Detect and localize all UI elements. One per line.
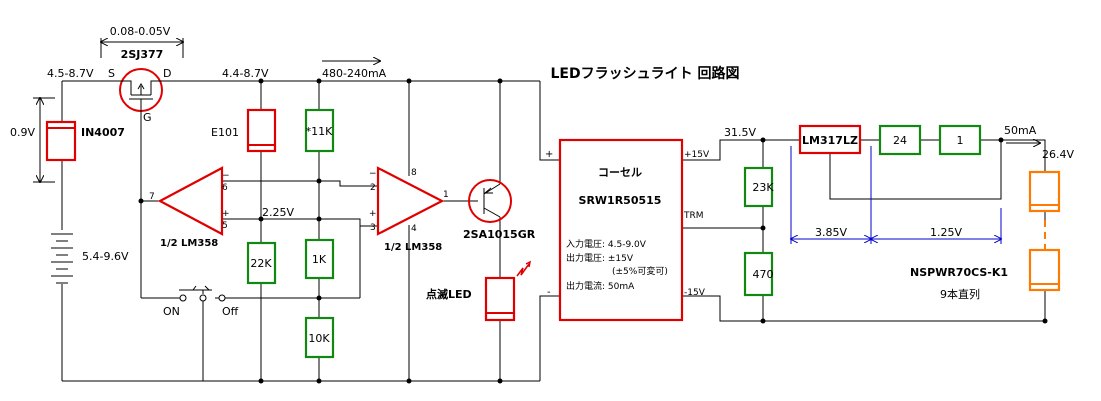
module-pin-out-plus: +15V	[684, 150, 710, 160]
module-pin-in-minus: -	[547, 287, 551, 298]
label-switch-off: Off	[222, 305, 239, 318]
pin-op1-pos: 5	[222, 221, 228, 231]
label-drain-out: 4.4-8.7V	[222, 67, 269, 80]
wires	[61, 80, 1046, 382]
label-ref-voltage: 2.25V	[262, 206, 294, 219]
label-led-current: 50mA	[1004, 124, 1037, 137]
label-r22k: 22K	[250, 257, 272, 270]
junction-dots	[138, 78, 1048, 384]
regulator-dimensions	[791, 146, 1001, 244]
pin-op2-out: 1	[443, 190, 449, 200]
fet-2sj377	[119, 68, 163, 112]
diagram-title: LEDフラッシュライト 回路図	[551, 65, 740, 82]
module-output-voltage: 出力電圧: ±15V	[566, 252, 634, 264]
label-regulator: LM317LZ	[802, 134, 858, 147]
resistor-23k	[743, 166, 774, 208]
label-dcdc-out: 31.5V	[724, 126, 756, 139]
label-sd-drop: 0.08-0.05V	[110, 25, 171, 38]
resistor-1k	[304, 238, 335, 280]
resistor-24	[878, 124, 922, 156]
label-current-in: 480-240mA	[322, 67, 387, 80]
regulator-lm317lz	[798, 124, 862, 155]
reference-diode-e101	[246, 108, 277, 153]
label-led-string: NSPWR70CS-K1	[910, 266, 1008, 279]
resistor-10k	[304, 316, 335, 359]
led-string	[1028, 170, 1061, 292]
opamp-1	[157, 166, 224, 236]
pin-op1-plus-sign: +	[222, 209, 230, 219]
opamp-2	[376, 166, 445, 236]
resistor-1	[938, 124, 982, 156]
label-transistor: 2SA1015GR	[463, 228, 536, 241]
module-model: SRW1R50515	[579, 194, 662, 207]
resistor-470	[743, 251, 774, 297]
label-source-in: 4.5-8.7V	[47, 67, 94, 80]
label-led-string-note: 9本直列	[940, 287, 980, 301]
module-maker: コーセル	[598, 166, 642, 179]
label-blinking-led: 点滅LED	[426, 287, 472, 301]
module-output-current: 出力電流: 50mA	[566, 280, 635, 292]
pin-op1-minus-sign: −	[222, 171, 230, 181]
label-battery: 5.4-9.6V	[82, 250, 129, 263]
transistor-2sa1015gr	[468, 179, 512, 223]
label-fet-g: G	[143, 111, 152, 124]
pin-op1-out: 7	[149, 192, 155, 202]
pin-op2-pos: 3	[370, 223, 376, 233]
label-r23k: 23K	[752, 181, 774, 194]
module-pin-out-minus: -15V	[684, 288, 706, 298]
pin-op2-vcc: 8	[411, 168, 417, 178]
label-reg-drop: 3.85V	[815, 226, 847, 239]
label-ref-drop: 1.25V	[930, 226, 962, 239]
module-input-voltage: 入力電圧: 4.5-9.0V	[566, 238, 647, 250]
battery	[51, 233, 73, 284]
label-r470: 470	[753, 268, 774, 281]
diode-in4007	[45, 120, 77, 162]
module-pin-trm: TRM	[683, 211, 704, 221]
label-led-voltage: 26.4V	[1042, 148, 1074, 161]
label-opamp1: 1/2 LM358	[160, 238, 218, 249]
label-diode: IN4007	[81, 126, 125, 139]
label-fet-d: D	[163, 67, 171, 80]
resistor-22k	[246, 241, 277, 285]
label-switch-on: ON	[163, 305, 180, 318]
pin-op2-minus-sign: −	[369, 169, 377, 179]
label-r24: 24	[893, 134, 907, 147]
label-diode-drop: 0.9V	[10, 126, 35, 139]
label-fet: 2SJ377	[121, 48, 164, 61]
resistor-11k	[304, 108, 335, 153]
power-switch	[179, 285, 226, 302]
pin-op2-neg: 2	[370, 183, 376, 193]
label-opamp2: 1/2 LM358	[384, 242, 442, 253]
label-e101: E101	[211, 126, 239, 139]
blinking-led	[484, 260, 532, 322]
pin-op2-gnd: 4	[411, 224, 417, 234]
dcdc-module	[558, 138, 684, 322]
sd-drop-dimension	[101, 38, 183, 58]
label-r11k: *11K	[306, 125, 333, 138]
label-fet-s: S	[108, 67, 115, 80]
label-r1: 1	[957, 134, 964, 147]
pin-op1-neg: 6	[222, 183, 228, 193]
module-output-adjust: (±5%可変可)	[612, 265, 668, 277]
label-r10k: 10K	[308, 332, 330, 345]
pin-op2-plus-sign: +	[369, 209, 377, 219]
module-pin-in-plus: +	[545, 149, 553, 160]
label-r1k: 1K	[312, 253, 327, 266]
diode-drop-dimension	[33, 98, 55, 182]
